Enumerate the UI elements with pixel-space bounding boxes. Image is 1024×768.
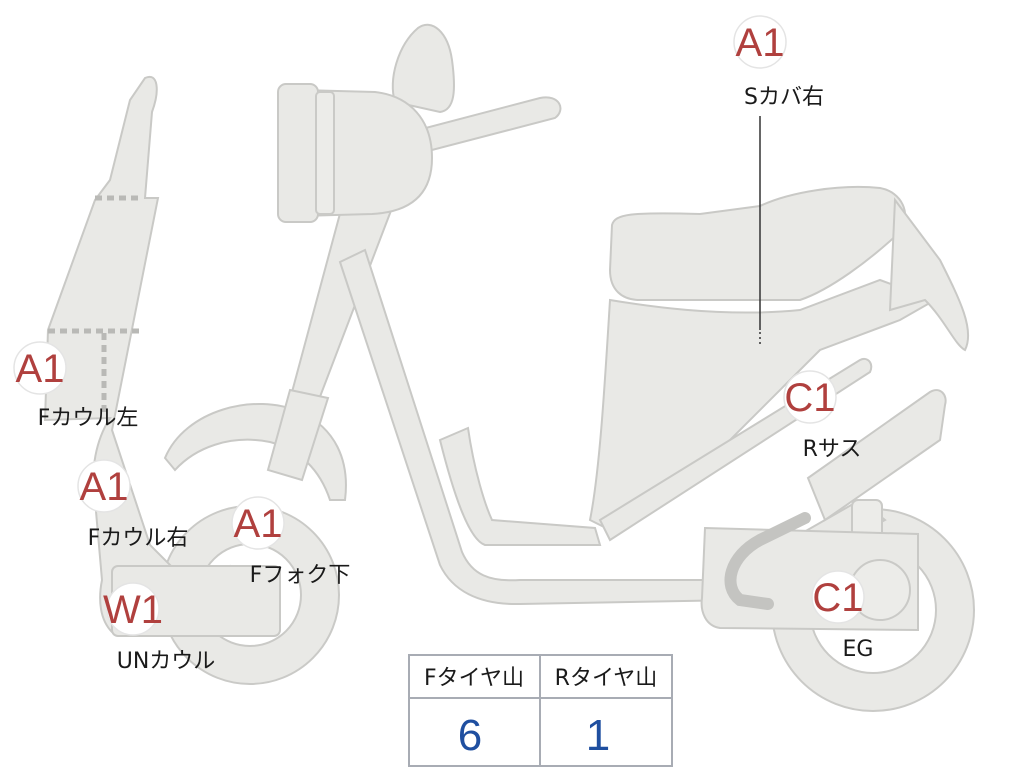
engine-pipe: [724, 512, 811, 610]
damage-badge-circle: [231, 496, 285, 550]
damage-part-label: Sカバ右: [744, 85, 824, 110]
damage-badge-circle: [783, 370, 837, 424]
damage-part-label: Fカウル左: [38, 406, 139, 431]
damage-part-label: EG: [843, 637, 874, 662]
damage-code: C1: [812, 576, 863, 620]
damage-part-label: Rサス: [803, 437, 862, 462]
headlight-rim: [315, 91, 335, 215]
tire-table: Fタイヤ山 Rタイヤ山 6 1: [408, 654, 673, 767]
damage-code: A1: [234, 502, 283, 546]
floor-board: [438, 426, 602, 546]
rear-suspension: [806, 389, 947, 522]
table-header-front-tire: Fタイヤ山: [424, 666, 524, 691]
damage-badge-circle: [106, 582, 160, 636]
damage-badge-circle: [77, 459, 131, 513]
tail-cowl: [888, 197, 970, 352]
handlebar: [416, 96, 562, 152]
table-header-rear-tire: Rタイヤ山: [555, 666, 658, 691]
damage-part-label: Fフォク下: [250, 563, 351, 588]
damage-code: C1: [784, 376, 835, 420]
rear-body-cover: [588, 278, 938, 532]
damage-code: A1: [16, 347, 65, 391]
seat: [608, 185, 907, 301]
fork-lower-tube: [266, 388, 330, 482]
damage-code: A1: [80, 465, 129, 509]
damage-badge-circle: [811, 570, 865, 624]
windscreen: [391, 23, 455, 114]
headlight-lens: [277, 83, 319, 223]
table-value-front-tire: 6: [458, 711, 482, 760]
damage-code: W1: [103, 588, 163, 632]
damage-code: A1: [736, 21, 785, 65]
front-cowl: [43, 75, 238, 634]
damage-part-label: UNカウル: [117, 649, 216, 674]
damage-part-label: Fカウル右: [88, 526, 189, 551]
table-value-rear-tire: 1: [586, 711, 610, 760]
damage-badge-circle: [733, 15, 787, 69]
damage-badge-circle: [13, 341, 67, 395]
